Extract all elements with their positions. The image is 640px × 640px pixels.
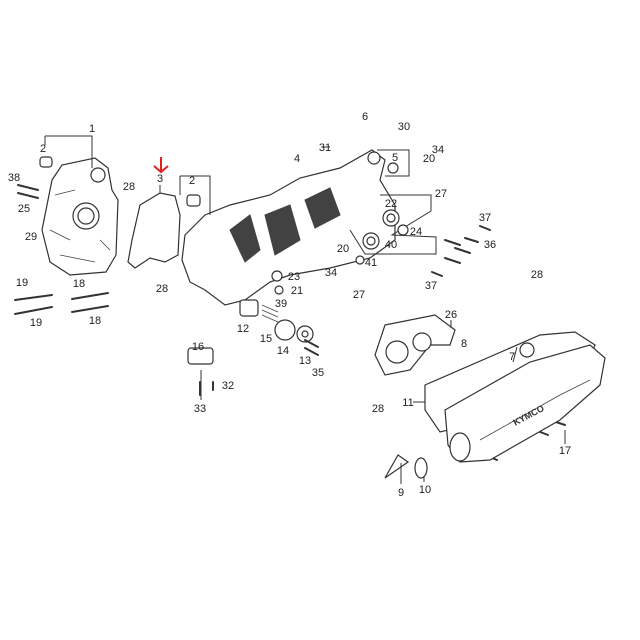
highlight-arrow [153,157,169,174]
callout: 27 [435,188,447,200]
callout: 28 [156,283,168,295]
bracket-22 [349,194,437,255]
callout: 3 [157,173,163,185]
small-cover-part-8 [374,314,456,376]
filter-parts [187,270,314,365]
callout: 37 [425,280,437,292]
callout: 2 [189,175,195,187]
callout: 16 [192,341,204,353]
callout: 24 [410,226,422,238]
bearings [355,162,409,265]
callout: 13 [299,355,311,367]
callout: 18 [73,278,85,290]
bracket-5 [377,149,410,177]
callout: 23 [288,271,300,283]
callout: 18 [89,315,101,327]
gasket-part-3 [127,185,181,269]
callout: 22 [385,198,397,210]
callout: 28 [531,269,543,281]
callout: 34 [325,267,337,279]
left-crankcase [39,135,119,276]
callout: 28 [372,403,384,415]
callout: 9 [398,487,404,499]
leader-lines [200,146,566,484]
callout: 19 [16,277,28,289]
callout: 41 [365,257,377,269]
callout: 4 [294,153,300,165]
intake-parts [384,454,428,479]
callout: 11 [402,397,413,409]
callout: 12 [237,323,249,335]
callout: 14 [277,345,289,357]
callout: 40 [385,239,397,251]
callout-labels: 1 2 38 25 29 28 3 28 2 4 6 30 31 5 34 20… [8,111,571,499]
callout: 20 [337,243,349,255]
callout: 36 [484,239,496,251]
callout: 5 [392,152,398,164]
callout: 31 [319,142,331,154]
callout: 1 [89,123,95,135]
callout: 17 [559,445,571,457]
callout: 8 [461,338,467,350]
callout: 28 [123,181,135,193]
callout: 34 [432,144,444,156]
main-crankcase [179,149,396,306]
callout: 21 [291,285,303,297]
callout: 35 [312,367,324,379]
callout: 37 [479,212,491,224]
callout: 39 [275,298,287,310]
callout: 20 [423,153,435,165]
callout: 32 [222,380,234,392]
outer-cover: KYMCO [444,342,606,463]
callout: 33 [194,403,206,415]
callout: 15 [260,333,272,345]
callout: 19 [30,317,42,329]
callout: 29 [25,231,37,243]
callout: 27 [353,289,365,301]
callout: 2 [40,143,46,155]
callout: 30 [398,121,410,133]
callout: 6 [362,111,368,123]
callout: 26 [445,309,457,321]
callout: 25 [18,203,30,215]
callout: 7 [509,351,515,363]
callout: 38 [8,172,20,184]
callout: 10 [419,484,431,496]
